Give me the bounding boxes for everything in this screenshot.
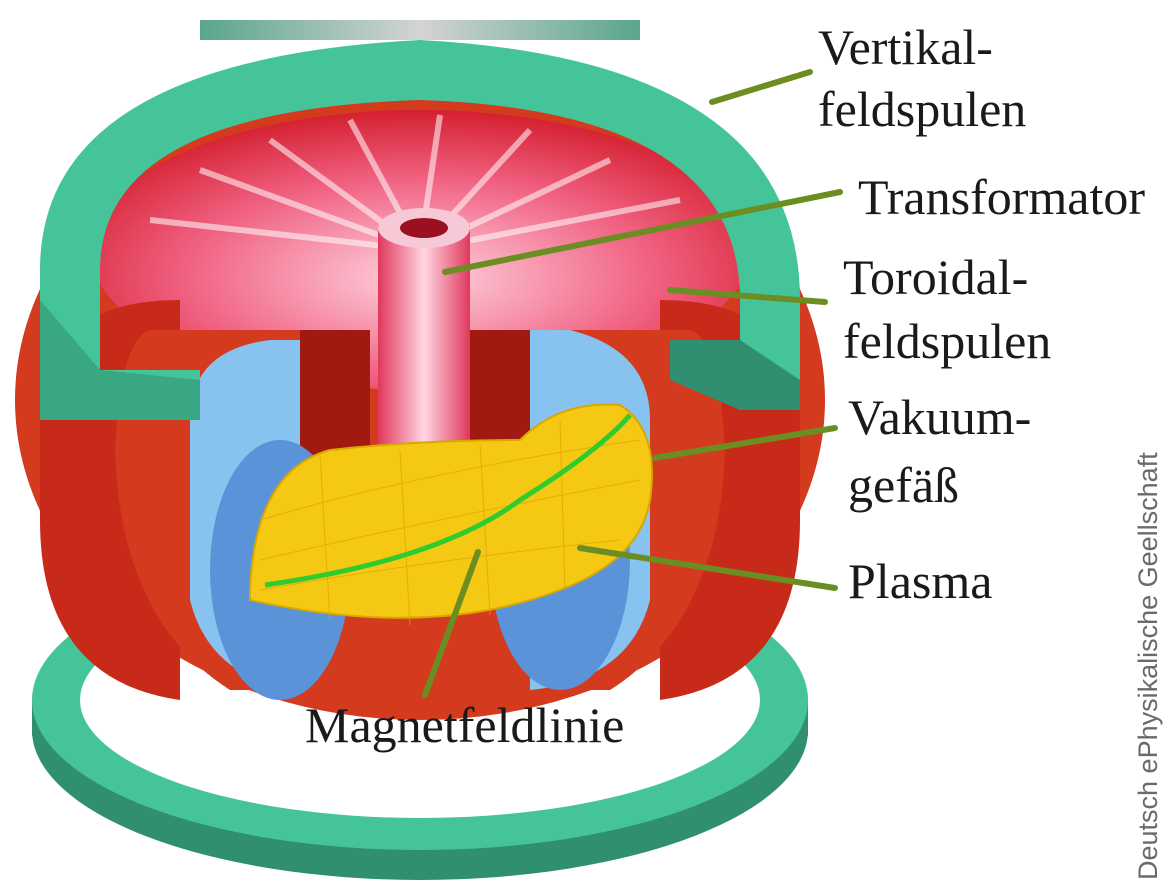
leader-vertical-coils (712, 72, 810, 102)
label-vacuum-vessel-2: gefäß (848, 460, 959, 510)
label-plasma: Plasma (848, 556, 992, 606)
label-vertical-coils-1: Vertikal- (818, 22, 993, 72)
label-toroidal-coils-1: Toroidal- (843, 252, 1028, 302)
label-toroidal-coils-2: feldspulen (843, 316, 1051, 366)
image-credit: Deutsch ePhysikalische Geellschaft (1133, 452, 1164, 880)
label-vertical-coils-2: feldspulen (818, 84, 1026, 134)
label-vacuum-vessel-1: Vakuum- (848, 392, 1031, 442)
label-transformer: Transformator (858, 172, 1145, 222)
label-field-line: Magnetfeldlinie (305, 700, 624, 750)
